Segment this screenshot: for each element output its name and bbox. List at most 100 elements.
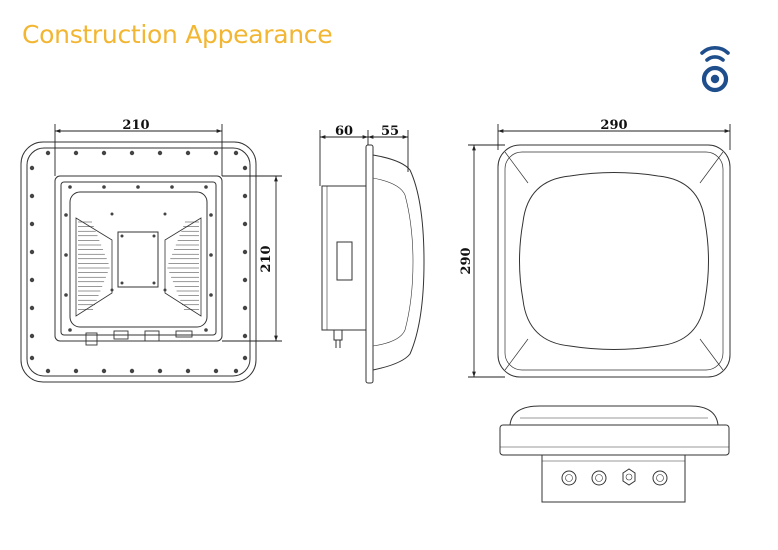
heatsink-left xyxy=(75,217,113,317)
signal-wave-outer xyxy=(700,46,730,55)
side-dimensions xyxy=(319,130,409,186)
top-outer-lip xyxy=(504,151,724,371)
front-housing-inner xyxy=(60,181,217,336)
side-port xyxy=(336,241,353,281)
housing-screw xyxy=(209,213,213,217)
connector-2 xyxy=(113,330,129,340)
bolt-hole xyxy=(157,368,163,374)
front-inner-plate xyxy=(26,147,251,377)
top-inner-dome xyxy=(519,172,709,350)
side-connector xyxy=(333,330,343,348)
signal-ring xyxy=(701,65,729,93)
front-dimensions xyxy=(54,124,282,342)
bolt-hole xyxy=(29,333,35,339)
top-edge-nw xyxy=(504,151,529,184)
housing-screw xyxy=(204,328,208,332)
heatsink-fins xyxy=(78,221,199,310)
housing-screw xyxy=(136,185,140,189)
bolt-hole xyxy=(129,150,135,156)
bolt-hole xyxy=(29,277,35,283)
panel-screw xyxy=(110,212,114,216)
bolt-hole xyxy=(73,368,79,374)
front-outer-plate xyxy=(20,141,257,383)
signal-dot xyxy=(710,74,720,84)
port-1 xyxy=(561,470,577,486)
side-housing xyxy=(321,185,367,331)
top-height-label: 290 xyxy=(459,247,474,274)
housing-screw xyxy=(68,185,72,189)
front-width-label: 210 xyxy=(122,118,149,133)
bottom-ports xyxy=(561,468,668,486)
bolt-hole xyxy=(242,277,248,283)
port-4 xyxy=(652,470,668,486)
housing-screw xyxy=(68,328,72,332)
top-edge-sw xyxy=(504,338,529,371)
side-view xyxy=(321,144,425,384)
housing-screw xyxy=(209,253,213,257)
bolt-hole xyxy=(242,165,248,171)
port-3 xyxy=(622,468,636,486)
bolt-hole xyxy=(242,355,248,361)
bolt-hole xyxy=(213,368,219,374)
connector-3 xyxy=(144,330,160,342)
housing-screw xyxy=(209,293,213,297)
center-label-plate xyxy=(117,231,159,288)
side-depth-back-label: 60 xyxy=(335,124,353,139)
bolt-hole xyxy=(242,305,248,311)
bolt-hole xyxy=(157,150,163,156)
bottom-plate xyxy=(499,424,730,456)
bolt-hole xyxy=(233,368,239,374)
bolt-hole xyxy=(101,368,107,374)
panel-screw xyxy=(163,288,167,292)
bolt-hole xyxy=(101,150,107,156)
top-outer xyxy=(497,144,731,378)
bolt-hole xyxy=(242,221,248,227)
top-dimensions xyxy=(468,124,731,378)
signal-wave-inner xyxy=(705,55,725,62)
bolt-hole xyxy=(29,249,35,255)
housing-screw xyxy=(102,185,106,189)
bolt-hole xyxy=(129,368,135,374)
top-edge-ne xyxy=(699,151,724,184)
bottom-connectors xyxy=(85,330,193,346)
bolt-hole xyxy=(73,150,79,156)
front-view xyxy=(20,141,257,383)
port-2 xyxy=(591,470,607,486)
panel-screw xyxy=(120,281,124,285)
panel-screw xyxy=(163,212,167,216)
rfid-signal-icon xyxy=(700,46,730,93)
bolt-hole xyxy=(45,150,51,156)
bolt-hole xyxy=(29,165,35,171)
bottom-radome xyxy=(509,405,719,426)
housing-bolt-holes xyxy=(64,185,213,332)
housing-screw xyxy=(170,185,174,189)
side-depth-front-label: 55 xyxy=(381,124,399,139)
front-housing-outer xyxy=(54,175,223,342)
top-width-label: 290 xyxy=(600,118,627,133)
bolt-hole xyxy=(45,368,51,374)
front-bolt-holes xyxy=(29,150,248,374)
bolt-hole xyxy=(29,221,35,227)
front-height-label: 210 xyxy=(259,245,274,272)
connector-4 xyxy=(175,330,193,338)
bolt-hole xyxy=(242,333,248,339)
side-plate xyxy=(365,144,374,384)
bolt-hole xyxy=(29,355,35,361)
panel-screw xyxy=(110,288,114,292)
bolt-hole xyxy=(29,193,35,199)
page-title: Construction Appearance xyxy=(22,20,333,49)
top-view xyxy=(497,144,731,378)
panel-screw xyxy=(152,234,156,238)
side-radome-inner xyxy=(372,177,414,347)
front-back-panel xyxy=(69,191,208,328)
panel-screw xyxy=(120,234,124,238)
side-radome xyxy=(372,154,425,371)
connector-1 xyxy=(85,332,98,346)
bottom-view xyxy=(499,405,730,503)
bolt-hole xyxy=(213,150,219,156)
bolt-hole xyxy=(233,150,239,156)
bolt-hole xyxy=(185,150,191,156)
bolt-hole xyxy=(242,193,248,199)
bottom-housing xyxy=(541,454,686,503)
